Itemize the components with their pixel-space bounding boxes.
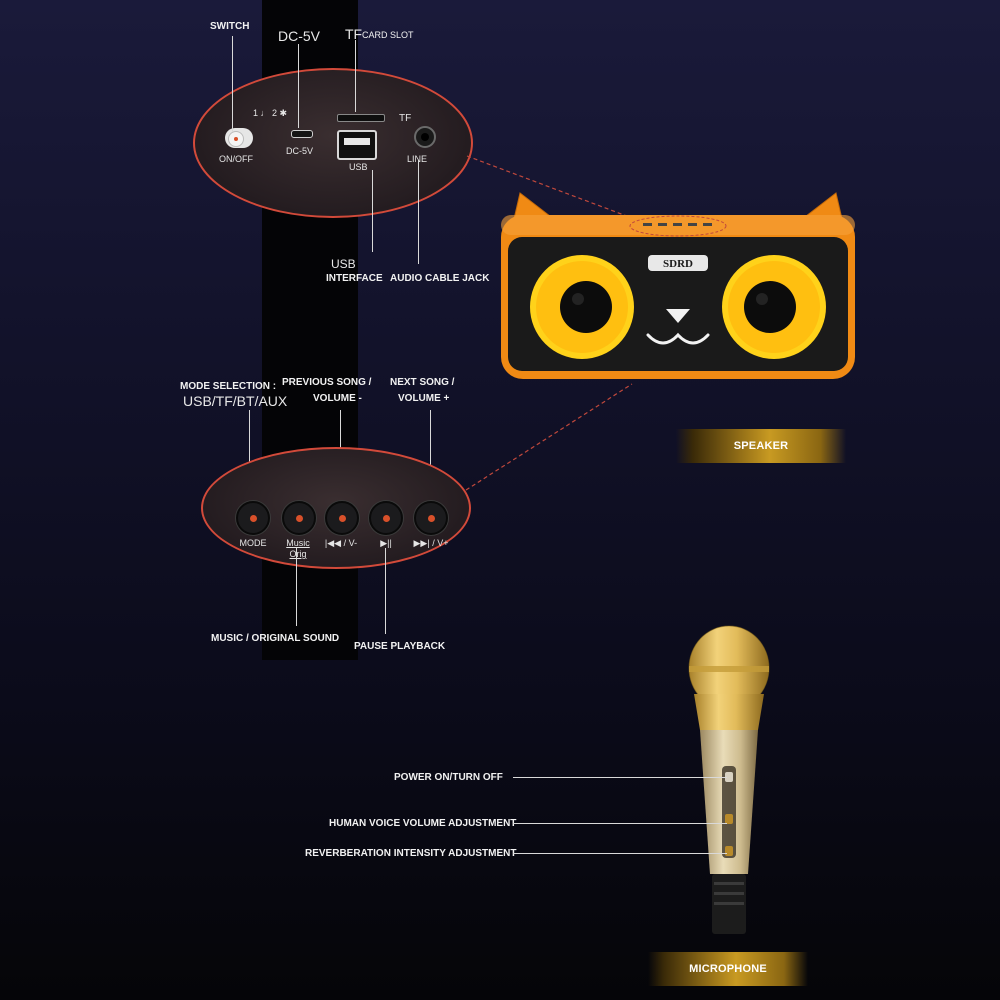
mode-button[interactable] (236, 501, 270, 535)
dc-5v-label: DC-5V (278, 28, 321, 44)
mic-reverb-knob[interactable] (725, 846, 733, 856)
mic-voice-callout-line (513, 823, 727, 824)
mic-reverb-label: REVERBERATION INTENSITY ADJUSTMENT (305, 848, 517, 859)
previous-song-line1: PREVIOUS SONG / (282, 377, 372, 388)
next-button-label: ▶▶| / V+ (413, 538, 449, 548)
ports-panel: 1 ♩ 2 ✱ ON/OFF DC-5V TF USB LINE (193, 68, 473, 218)
music-original-label: MUSIC / ORIGINAL SOUND (211, 633, 340, 644)
mic-power-label: POWER ON/TURN OFF (394, 772, 503, 783)
audio-jack-label: AUDIO CABLE JACK (390, 273, 490, 284)
microphone-device (684, 624, 774, 944)
brand-name: SDRD (663, 258, 693, 270)
speaker-device: SDRD (498, 185, 858, 381)
tf-callout-line (355, 40, 356, 112)
music-original-button[interactable] (282, 501, 316, 535)
ports-connector (466, 155, 633, 219)
switch-label: SWITCH (210, 21, 250, 32)
music-original-callout-line (296, 548, 297, 626)
play-pause-button[interactable] (369, 501, 403, 535)
microphone-banner-text: MICROPHONE (689, 963, 767, 975)
speaker-banner: SPEAKER (676, 429, 846, 463)
pause-playback-label: PAUSE PLAYBACK (354, 641, 446, 652)
cat-mouth (646, 332, 710, 345)
speaker-banner-text: SPEAKER (733, 440, 789, 452)
controls-panel: MODE Music Orig |◀◀ / V- ▶|| ▶▶| / V+ (201, 447, 471, 569)
switch-callout-line (232, 36, 233, 132)
dc-callout-line (298, 44, 299, 128)
usb-callout-bottom: INTERFACE (326, 273, 383, 284)
tf-port-label: TF (399, 113, 412, 124)
previous-song-line2: VOLUME - (313, 393, 362, 404)
usb-port[interactable] (337, 130, 377, 160)
dc-port[interactable] (291, 130, 313, 138)
music-orig-button-label: Music Orig (286, 538, 310, 559)
power-switch[interactable] (225, 128, 253, 148)
speaker-illustration (501, 192, 855, 379)
onoff-label: ON/OFF (219, 154, 253, 164)
usb-callout-top: USB (331, 257, 356, 271)
dc-port-label: DC-5V (286, 146, 314, 156)
line-jack[interactable] (414, 126, 436, 148)
mode-selection-line2: USB/TF/BT/AUX (183, 393, 288, 409)
mic-power-button[interactable] (725, 772, 733, 782)
mic-voice-label: HUMAN VOICE VOLUME ADJUSTMENT (329, 818, 517, 829)
cat-nose (666, 309, 690, 323)
mode-selection-line1: MODE SELECTION : (180, 381, 277, 392)
mic-voice-knob[interactable] (725, 814, 733, 824)
mic-power-callout-line (513, 777, 727, 778)
mode-button-label: MODE (239, 538, 267, 548)
line-label: LINE (407, 154, 428, 164)
card-slot-label: CARD SLOT (362, 30, 414, 40)
play-pause-button-label: ▶|| (380, 538, 392, 548)
usb-port-label: USB (349, 162, 368, 172)
usb-callout-line (372, 170, 373, 252)
next-song-line1: NEXT SONG / (390, 377, 455, 388)
brand-plate (648, 255, 708, 271)
tf-label: TF (345, 26, 363, 42)
controls-connector (465, 383, 633, 491)
mode-callout-line (249, 410, 250, 502)
next-button[interactable] (414, 501, 448, 535)
mode-marks: 1 ♩ 2 ✱ (253, 108, 288, 118)
next-callout-line (430, 410, 431, 502)
mic-reverb-callout-line (513, 853, 727, 854)
previous-button-label: |◀◀ / V- (324, 538, 358, 548)
microphone-illustration (688, 625, 770, 934)
switch-knob (228, 131, 244, 147)
pause-callout-line (385, 548, 386, 634)
tf-card-slot[interactable] (337, 114, 385, 122)
microphone-banner: MICROPHONE (648, 952, 808, 986)
previous-button[interactable] (325, 501, 359, 535)
audio-jack-callout-line (418, 160, 419, 264)
mic-collar (694, 694, 764, 730)
next-song-line2: VOLUME + (398, 393, 450, 404)
